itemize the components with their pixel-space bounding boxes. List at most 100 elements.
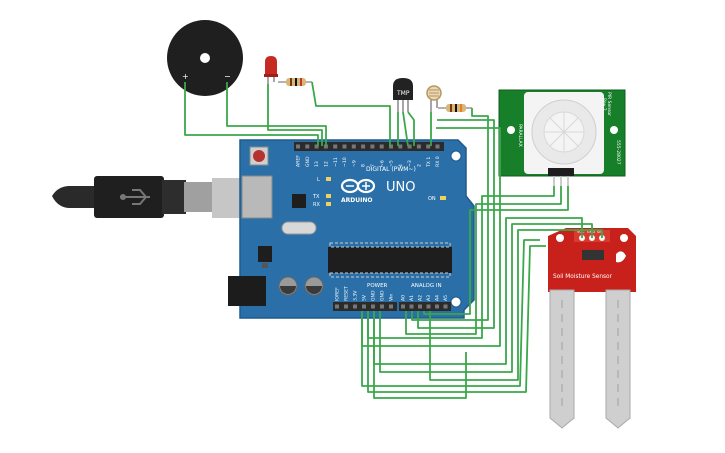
- digital-pin-label: ~10: [342, 157, 348, 167]
- digital-pin-hole-15[interactable]: [435, 144, 440, 149]
- analog-pin-hole-1[interactable]: [409, 304, 414, 309]
- wires[interactable]: [184, 81, 603, 399]
- buzzer-minus-label: −: [224, 72, 231, 81]
- digital-pin-label: 8: [361, 164, 367, 167]
- analog-pin-hole-0[interactable]: [401, 304, 405, 309]
- digital-pin-hole-10[interactable]: [389, 144, 393, 149]
- digital-pin-hole-8[interactable]: [370, 144, 375, 149]
- led-rx-label: RX: [313, 202, 320, 208]
- wire-tmp-mid: [402, 111, 409, 147]
- analog-pin-hole-3[interactable]: [426, 304, 431, 309]
- power-pin-label: RESET: [344, 286, 350, 301]
- digital-pin-label: 2: [417, 164, 423, 167]
- power-pin-hole-0[interactable]: [335, 304, 339, 309]
- led-tx: [326, 194, 331, 198]
- analog-pin-hole-2[interactable]: [418, 304, 422, 309]
- digital-pin-label: GND: [305, 156, 311, 167]
- wire-pir-vcc: [423, 186, 569, 315]
- power-header[interactable]: [333, 302, 397, 311]
- digital-pin-hole-6[interactable]: [351, 144, 356, 149]
- power-jack[interactable]: [228, 276, 266, 306]
- tmp-sensor[interactable]: TMP: [393, 78, 413, 112]
- power-header-label: POWER: [367, 283, 388, 289]
- digital-header[interactable]: [294, 142, 444, 151]
- brand-label: ARDUINO: [341, 197, 372, 204]
- digital-pin-label: 13: [314, 161, 320, 167]
- usb-chip: [292, 194, 306, 208]
- pir-sensor[interactable]: PARALLAX PIR Sensor Rev 2 555-28027: [498, 89, 626, 186]
- digital-pin-label: ~3: [407, 160, 413, 167]
- digital-pin-hole-11[interactable]: [398, 144, 403, 149]
- analog-header-label: ANALOG IN: [411, 283, 442, 289]
- analog-pin-label: A2: [418, 295, 424, 301]
- digital-pin-hole-12[interactable]: [407, 144, 412, 149]
- power-pin-label: IOREF: [335, 287, 341, 301]
- analog-header[interactable]: [399, 302, 451, 311]
- power-pin-label: GND: [380, 290, 386, 301]
- power-pin-hole-6[interactable]: [389, 304, 393, 309]
- capacitors: [278, 276, 324, 296]
- analog-pin-hole-5[interactable]: [443, 304, 448, 309]
- pir-title: PIR Sensor: [606, 92, 612, 116]
- power-pin-label: Vin: [389, 294, 395, 301]
- photoresistor[interactable]: [426, 85, 442, 112]
- digital-pin-label: ~11: [333, 157, 339, 167]
- soil-title: Soil Moisture Sensor: [553, 274, 613, 280]
- usb-socket: [241, 175, 273, 219]
- digital-pin-hole-2[interactable]: [314, 144, 319, 149]
- analog-pin-label: A5: [443, 295, 449, 301]
- soil-pin-label: SIG: [597, 230, 603, 234]
- digital-pin-hole-13[interactable]: [416, 144, 421, 149]
- digital-pin-label: ~9: [351, 160, 357, 167]
- wire-buzzer-plus: [184, 82, 319, 146]
- led-l: [326, 177, 331, 181]
- wire-buzzer-minus: [226, 82, 327, 146]
- digital-pin-hole-9[interactable]: [379, 144, 384, 149]
- digital-pin-hole-1[interactable]: [305, 144, 310, 149]
- analog-pin-label: A0: [401, 295, 407, 301]
- power-pin-hole-2[interactable]: [353, 304, 357, 309]
- pir-part: 555-28027: [615, 140, 621, 165]
- wire-tmp-right: [407, 111, 415, 146]
- model-label: UNO: [386, 180, 415, 195]
- digital-pin-hole-14[interactable]: [426, 144, 431, 149]
- power-pin-hole-5[interactable]: [380, 304, 384, 309]
- analog-pin-label: A3: [426, 295, 432, 301]
- analog-pin-hole-4[interactable]: [435, 304, 439, 309]
- digital-pin-hole-7[interactable]: [361, 144, 366, 149]
- digital-pin-label: 7: [370, 164, 376, 167]
- digital-pin-hole-3[interactable]: [323, 144, 328, 149]
- red-led[interactable]: [264, 56, 278, 84]
- wire-bundle-3: [373, 311, 467, 399]
- digital-pin-label: ~6: [379, 160, 385, 167]
- pir-rev: Rev 2: [601, 98, 607, 111]
- usb-cable[interactable]: [52, 176, 262, 218]
- analog-pin-label: A1: [409, 295, 415, 301]
- tmp-label: TMP: [396, 90, 410, 97]
- resistor-photo[interactable]: [438, 104, 472, 112]
- led-on: [440, 196, 446, 200]
- led-tx-label: TX: [312, 194, 320, 200]
- digital-pin-hole-0[interactable]: [296, 144, 300, 149]
- power-pin-hole-4[interactable]: [371, 304, 375, 309]
- power-pin-label: 5V: [362, 294, 368, 301]
- digital-pin-label: AREF: [296, 155, 302, 167]
- power-pin-hole-3[interactable]: [362, 304, 366, 309]
- reset-button[interactable]: [249, 146, 269, 166]
- regulator: [258, 246, 272, 262]
- digital-pin-label: 4: [398, 164, 404, 167]
- wire-photo-c: [417, 119, 495, 329]
- digital-pin-hole-5[interactable]: [342, 144, 347, 149]
- digital-pin-label: 12: [324, 161, 330, 167]
- resistor-led[interactable]: [278, 78, 312, 86]
- power-pin-hole-1[interactable]: [344, 304, 348, 309]
- wire-pir-out: [405, 186, 562, 335]
- power-pin-label: GND: [371, 290, 377, 301]
- wire-bundle-1: [361, 239, 540, 387]
- arduino-board[interactable]: L TX RX ON UNO ARDUINO DIGITAL (PWM~): [228, 139, 475, 319]
- digital-pin-hole-4[interactable]: [333, 144, 338, 149]
- piezo-buzzer[interactable]: + −: [167, 20, 243, 96]
